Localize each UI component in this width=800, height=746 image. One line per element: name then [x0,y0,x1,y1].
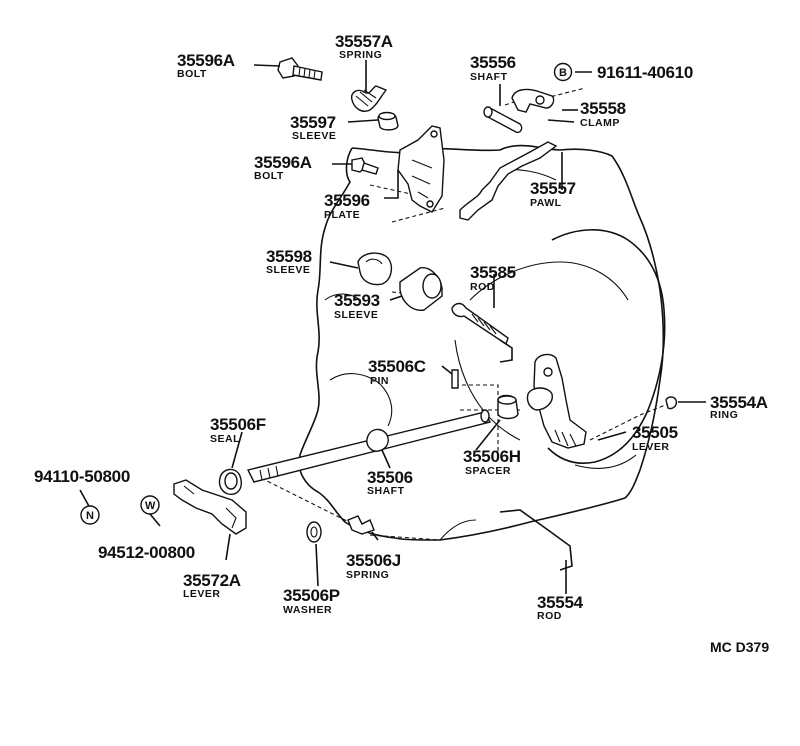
part-name: SLEEVE [334,309,378,321]
symbol-n-icon [80,505,100,525]
part-number: 35506H [463,447,521,466]
symbol-w-icon [140,495,160,515]
clamp-35558 [511,88,555,113]
part-name: RING [710,409,738,421]
spacer-35506H-washer [526,387,553,411]
symbol-b-icon [553,62,573,82]
part-number: 35557 [530,179,576,198]
part-number: 35506C [368,357,426,376]
part-name: SPACER [465,465,511,477]
sleeve-35593 [399,267,443,311]
sleeve-35598 [357,252,393,286]
part-name: SHAFT [367,485,405,497]
bolt-35596A-middle [351,157,379,175]
bolt-35596A-upper [277,57,323,81]
part-number: 35598 [266,247,312,266]
part-name: WASHER [283,604,332,616]
part-name: SHAFT [470,71,508,83]
pin-35506C [451,369,459,389]
part-name: LEVER [183,588,221,600]
part-name: ROD [537,610,562,622]
part-labels: 35596A BOLT 35557A SPRING 35556 SHAFT B … [34,32,769,655]
part-name: BOLT [177,68,207,80]
symbol-b: B [559,67,567,79]
symbol-w: W [145,500,156,512]
part-number: 35572A [183,571,241,590]
rod-35585 [451,302,513,363]
spring-35557A [350,85,388,112]
part-number: 35557A [335,32,393,51]
part-name: LEVER [632,441,670,453]
part-number: 35596A [177,51,235,70]
plate-35596 [397,125,445,213]
part-name: BOLT [254,170,284,182]
part-number: 94512-00800 [98,543,195,562]
seal-35506F [218,468,242,495]
shaft-35556 [483,106,523,134]
part-name: PLATE [324,209,360,221]
transmission-case [298,144,666,541]
part-name: CLAMP [580,117,620,129]
part-number: 35506J [346,551,401,570]
rod-35554 [499,509,573,571]
part-name: SPRING [346,569,389,581]
ring-35554A [665,396,678,410]
part-number: 35593 [334,291,380,310]
spring-35506J [347,515,375,535]
part-name: PIN [370,375,389,387]
washer-35506P [306,521,322,543]
lever-35572A [173,479,247,535]
part-number: 35505 [632,423,678,442]
part-number: 35554 [537,593,584,612]
part-name: SLEEVE [292,130,336,142]
part-number: 94110-50800 [34,467,130,486]
part-number: 35596 [324,191,370,210]
part-number: 35556 [470,53,516,72]
part-number: 35506F [210,415,266,434]
part-number: 35596A [254,153,312,172]
part-number: 35506P [283,586,340,605]
part-name: SEAL [210,433,240,445]
part-number: 35558 [580,99,626,118]
sleeve-35597 [377,111,399,131]
lever-35505 [533,353,587,449]
part-number: 35554A [710,393,768,412]
diagram-code: MC D379 [710,639,769,655]
leader-lines [79,60,706,594]
part-name: SPRING [339,49,382,61]
part-number: 35506 [367,468,413,487]
part-number: 35585 [470,263,516,282]
pawl-35557 [459,141,558,221]
part-number: 91611-40610 [597,63,693,82]
shaft-35506 [246,409,492,483]
symbol-n: N [86,510,94,522]
part-name: PAWL [530,197,562,209]
part-name: SLEEVE [266,264,310,276]
part-name: ROD [470,281,495,293]
part-number: 35597 [290,113,336,132]
spacer-35506H [497,394,519,420]
